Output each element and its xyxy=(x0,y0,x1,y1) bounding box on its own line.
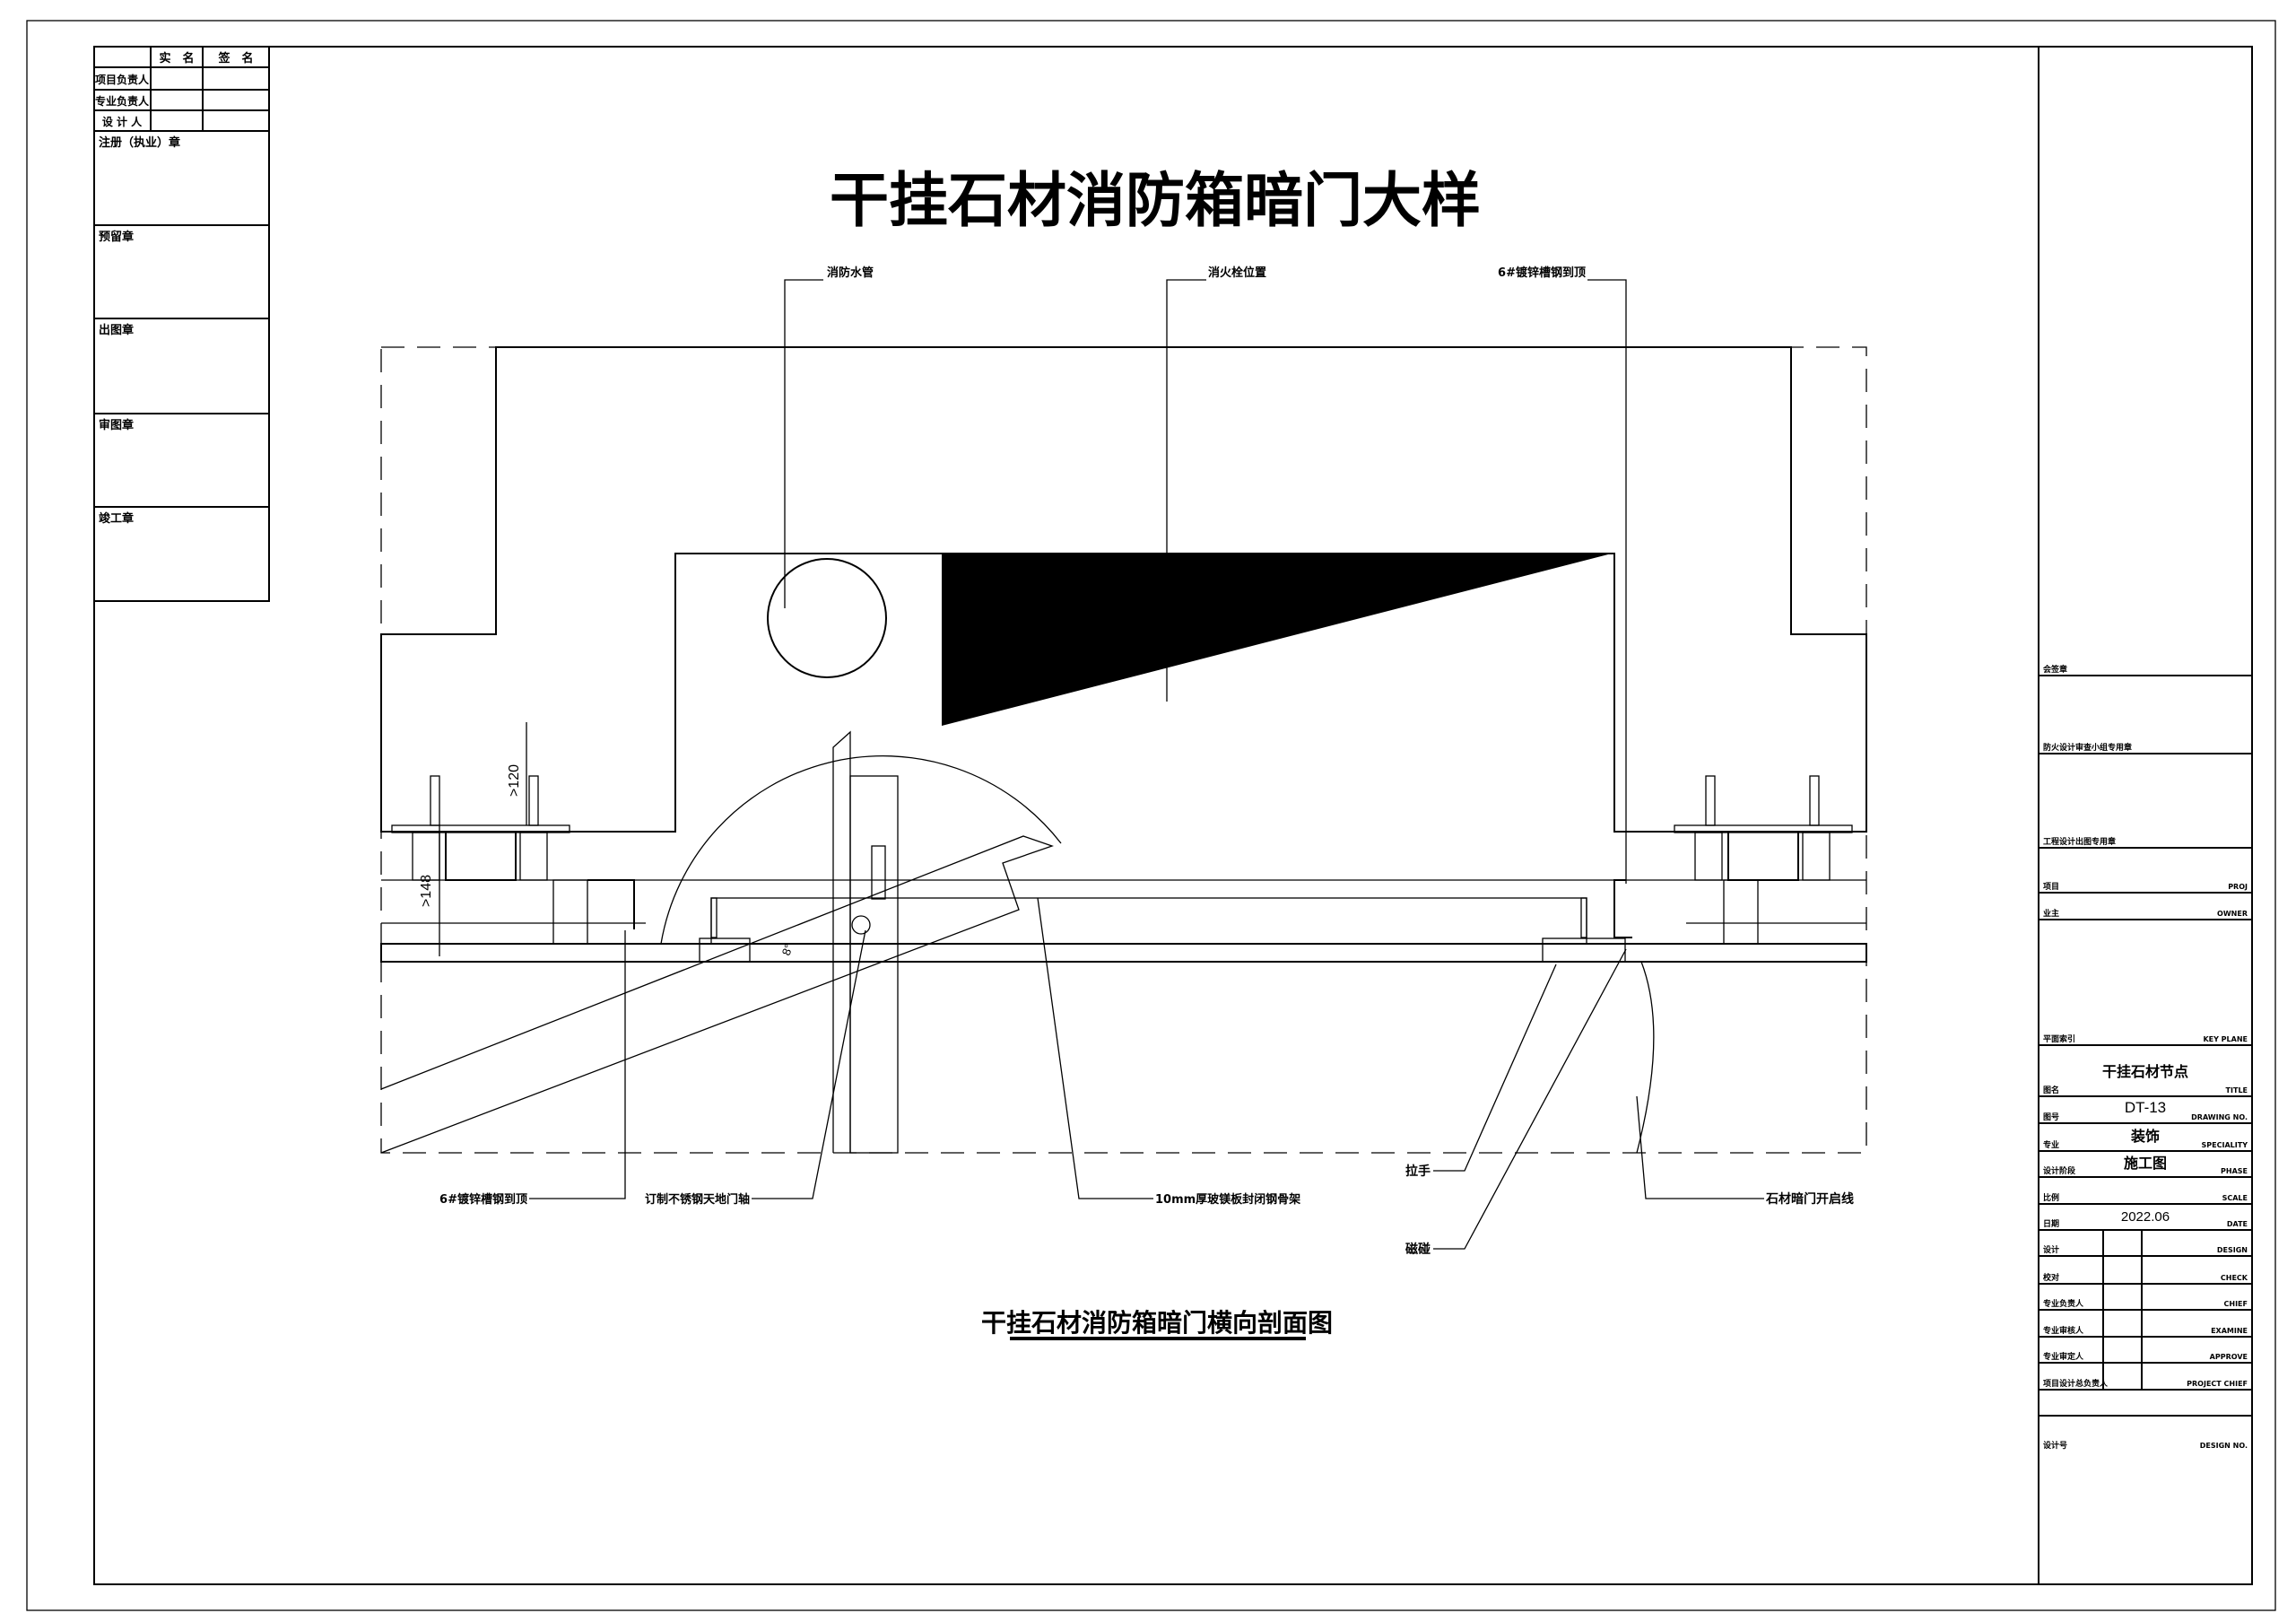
svg-text:校对: 校对 xyxy=(2043,1272,2059,1283)
svg-text:DT-13: DT-13 xyxy=(2125,1099,2166,1116)
field-speciality: 专业 装饰 SPECIALITY xyxy=(2043,1128,2248,1150)
stamp-label: 注册（执业）章 xyxy=(99,135,180,150)
right-hanger-bracket xyxy=(1613,775,1853,945)
field-scale: 比例 SCALE xyxy=(2043,1192,2248,1203)
svg-text:专业审定人: 专业审定人 xyxy=(2043,1351,2084,1362)
svg-text:比例: 比例 xyxy=(2043,1192,2059,1203)
label-fire-pipe: 消防水管 xyxy=(827,266,874,280)
label-hydrant-position: 消火栓位置 xyxy=(1208,266,1266,280)
inner-frame xyxy=(93,46,2253,1585)
stone-panel xyxy=(380,943,1867,963)
svg-text:SCALE: SCALE xyxy=(2222,1194,2248,1202)
field-drawing-no: 图号 DT-13 DRAWING NO. xyxy=(2043,1099,2248,1122)
label-channel-top: 6#镀锌槽钢到顶 xyxy=(1498,266,1586,280)
signoff-examine: 专业审核人 EXAMINE xyxy=(2043,1325,2248,1336)
field-date: 日期 2022.06 DATE xyxy=(2043,1209,2248,1229)
svg-text:TITLE: TITLE xyxy=(2226,1086,2248,1094)
sign-header-signature: 签 名 xyxy=(217,51,253,65)
svg-text:PROJECT CHIEF: PROJECT CHIEF xyxy=(2187,1380,2248,1388)
stamp-label: 出图章 xyxy=(99,323,134,337)
outer-border xyxy=(26,20,2276,1611)
stamp-row-label: 会签章 xyxy=(2043,664,2067,675)
signoff-check: 校对 CHECK xyxy=(2043,1272,2248,1283)
svg-text:PHASE: PHASE xyxy=(2221,1167,2248,1175)
svg-text:DRAWING NO.: DRAWING NO. xyxy=(2191,1113,2248,1121)
svg-text:DESIGN: DESIGN xyxy=(2217,1246,2248,1254)
svg-text:DATE: DATE xyxy=(2227,1220,2248,1228)
svg-text:专业负责人: 专业负责人 xyxy=(2043,1298,2084,1309)
svg-text:设计: 设计 xyxy=(2043,1244,2059,1255)
sign-row-label: 项目负责人 xyxy=(95,73,150,86)
design-no: 设计号 DESIGN NO. xyxy=(2043,1440,2248,1451)
label-channel-bottom: 6#镀锌槽钢到顶 xyxy=(439,1192,527,1207)
stamp-row-label: 工程设计出图专用章 xyxy=(2043,836,2116,847)
label-door-swing-line: 石材暗门开启线 xyxy=(1765,1191,1854,1207)
label-pivot-hinge: 订制不锈钢天地门轴 xyxy=(645,1192,750,1207)
owner-label: 业主 xyxy=(2043,908,2059,919)
svg-text:图名: 图名 xyxy=(2043,1085,2059,1095)
angle-dimension: 8° xyxy=(779,942,796,957)
door-opening-line xyxy=(1636,961,1655,1154)
project-label-en: PROJ xyxy=(2228,883,2248,891)
stamp-label: 竣工章 xyxy=(99,511,134,526)
dimension-148: >148 xyxy=(419,875,434,907)
svg-text:EXAMINE: EXAMINE xyxy=(2211,1327,2248,1335)
svg-text:图号: 图号 xyxy=(2043,1112,2059,1122)
signoff-approve: 专业审定人 APPROVE xyxy=(2043,1351,2248,1362)
svg-text:设计阶段: 设计阶段 xyxy=(2043,1165,2076,1176)
label-mgo-board: 10mm厚玻镁板封闭钢骨架 xyxy=(1155,1192,1300,1207)
break-boundary xyxy=(380,346,1867,1154)
dimension-120: >120 xyxy=(507,764,522,797)
owner-label-en: OWNER xyxy=(2217,910,2248,918)
project-label: 项目 xyxy=(2043,882,2059,892)
signoff-chief: 专业负责人 CHIEF xyxy=(2043,1298,2248,1309)
sign-header-name: 实 名 xyxy=(159,51,194,65)
svg-text:SPECIALITY: SPECIALITY xyxy=(2202,1141,2248,1149)
stamp-row-label: 防火设计审查小组专用章 xyxy=(2043,742,2132,753)
fire-pipe-circle xyxy=(767,558,887,678)
door-swing-arc xyxy=(660,755,1062,945)
svg-text:专业: 专业 xyxy=(2043,1139,2059,1150)
mgo-board-frame xyxy=(710,897,1587,945)
svg-text:施工图: 施工图 xyxy=(2124,1155,2167,1172)
section-drawing: >120 >148 8° xyxy=(380,346,1867,1154)
label-magnet-catch: 磁碰 xyxy=(1405,1242,1431,1257)
field-phase: 设计阶段 施工图 PHASE xyxy=(2043,1155,2248,1176)
label-handle: 拉手 xyxy=(1405,1164,1431,1179)
signoff-project-chief: 项目设计总负责人 PROJECT CHIEF xyxy=(2043,1378,2248,1389)
stamp-label: 审图章 xyxy=(99,418,134,432)
rotated-door-outline xyxy=(380,835,1054,1154)
pivot-hinge-icon xyxy=(851,915,871,935)
drawing-title-value: 干挂石材节点 xyxy=(2102,1063,2188,1080)
svg-text:2022.06: 2022.06 xyxy=(2121,1209,2170,1225)
key-plan-label-en: KEY PLANE xyxy=(2203,1035,2248,1043)
concrete-wall xyxy=(380,346,1867,833)
main-title: 干挂石材消防箱暗门大样 xyxy=(830,166,1481,235)
stamp-label: 预留章 xyxy=(99,230,134,244)
svg-text:CHECK: CHECK xyxy=(2221,1274,2248,1282)
sign-table: 实 名 签 名 项目负责人 专业负责人 设 计 人 注册（执业）章 预留章 出图… xyxy=(93,46,270,602)
left-hanger-bracket xyxy=(391,775,635,945)
svg-text:设计号: 设计号 xyxy=(2043,1440,2067,1451)
sign-row-label: 设 计 人 xyxy=(102,115,143,128)
sign-row-label: 专业负责人 xyxy=(95,94,150,108)
leader-lines xyxy=(529,279,1764,1250)
svg-text:CHIEF: CHIEF xyxy=(2224,1300,2248,1308)
key-plan-label: 平面索引 xyxy=(2043,1033,2075,1044)
svg-text:装饰: 装饰 xyxy=(2130,1128,2160,1145)
hydrant-cabinet-marker xyxy=(942,554,1612,726)
svg-text:DESIGN NO.: DESIGN NO. xyxy=(2200,1442,2248,1450)
svg-text:日期: 日期 xyxy=(2043,1218,2059,1229)
svg-text:专业审核人: 专业审核人 xyxy=(2043,1325,2084,1336)
signoff-design: 设计 DESIGN xyxy=(2043,1244,2248,1255)
field-title: 图名 TITLE xyxy=(2043,1085,2248,1095)
section-title: 干挂石材消防箱暗门横向剖面图 xyxy=(981,1308,1333,1338)
svg-text:APPROVE: APPROVE xyxy=(2210,1353,2248,1361)
svg-text:项目设计总负责人: 项目设计总负责人 xyxy=(2043,1378,2109,1389)
title-block: 会签章 防火设计审查小组专用章 工程设计出图专用章 项目 PROJ 业主 OWN… xyxy=(2039,664,2252,1451)
